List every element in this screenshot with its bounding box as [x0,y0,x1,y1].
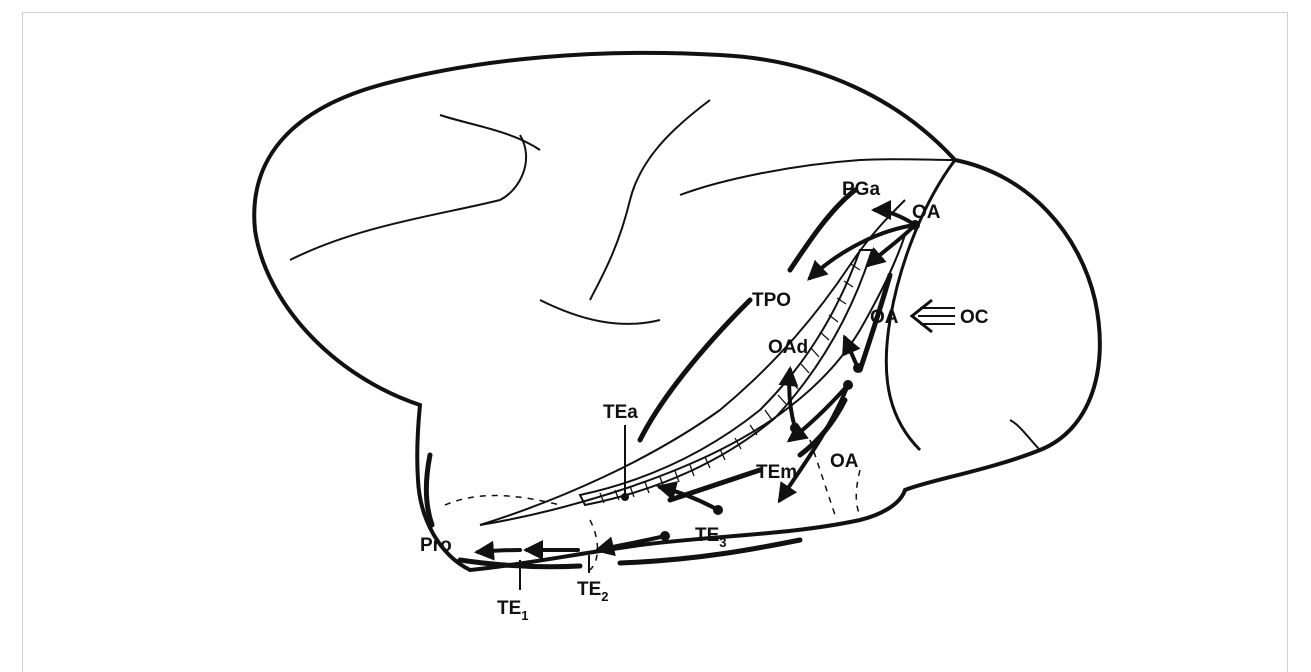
cerebellum-outline [884,159,957,452]
sulcus-frontal-b [289,134,528,261]
sulcus-intraparietal [679,158,956,196]
area-boundaries [423,187,893,570]
label-oa-mid: OA [870,307,899,328]
label-oa-low: OA [830,451,859,472]
pointer-lines [519,425,626,590]
figure-frame [22,12,1288,672]
sulcus-frontal-a [439,114,541,151]
arrow-oa-to-tpo [807,223,917,281]
label-te1: TE1 [497,598,529,623]
label-pro: Pro [420,535,452,556]
label-tem: TEm [756,462,797,483]
arrow-oa-to-tem [786,383,850,443]
sulcus-lunate [539,299,661,325]
arrow-oa-to-pga [871,200,917,227]
label-oc: OC [960,307,989,328]
label-oad: OAd [768,337,808,358]
arrow-te1-to-pro [474,540,522,561]
arrow-te3-to-te2 [594,534,667,557]
cerebellum-notch [1009,419,1041,451]
label-pga: PGa [842,179,880,200]
origin-dots [621,220,920,541]
arrow-te3-to-tea [656,481,720,512]
label-tpo: TPO [752,290,791,311]
label-oa-top: OA [912,202,941,223]
brain-outline [252,50,1102,573]
arrow-oa-to-te3 [777,383,850,504]
sulcus-central [589,99,711,301]
label-tea: TEa [603,402,638,423]
label-te2: TE2 [577,579,609,604]
label-te3: TE3 [695,525,727,550]
oc-input-arrow [909,298,955,334]
arrow-oa-to-sts [865,223,917,268]
